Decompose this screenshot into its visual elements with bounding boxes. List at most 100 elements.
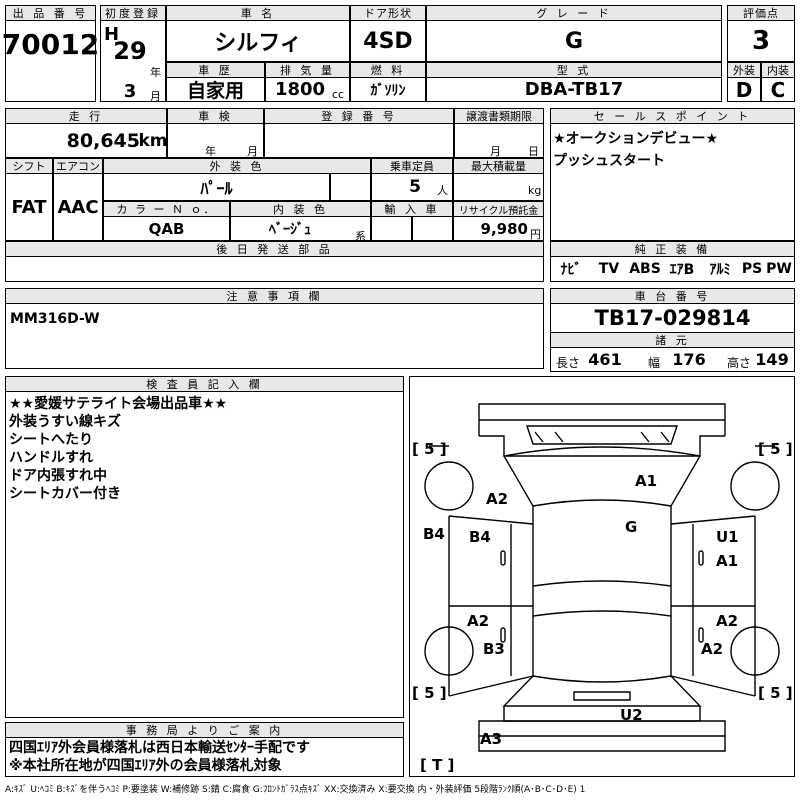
option-navi: ﾅﾋﾞ [560, 262, 582, 278]
mileage-value: 80,645 [66, 129, 140, 152]
lot-no-value: 70012 [1, 27, 100, 61]
damage-windshield-g: G [625, 518, 638, 536]
displacement-cell [265, 77, 350, 102]
inspector-header: 検 査 員 記 入 欄 [5, 376, 404, 392]
import-cell [371, 216, 412, 241]
option-pw: PW [766, 261, 792, 277]
mileage-header: 走 行 [5, 108, 167, 124]
chassis-value: TB17-029814 [594, 306, 751, 330]
shift-cell [5, 173, 53, 241]
history-value: 自家用 [186, 80, 244, 102]
interior-color-cell [230, 216, 371, 241]
recycle-unit: 円 [530, 228, 541, 241]
interior-color-value: ﾍﾞｰｼﾞｭ [269, 221, 311, 238]
damage-front-left-a2: A2 [486, 490, 509, 508]
inspector-line-2: 外装うすい線キズ [9, 414, 121, 430]
notes-cell [5, 303, 544, 369]
color-no-header: カ ラ ー Ｎ ｏ． [103, 201, 230, 217]
damage-left-door-b4: B4 [469, 528, 491, 546]
vehicle-diagram [424, 403, 780, 752]
first-reg-cell [100, 20, 166, 102]
color-cell-2 [330, 173, 371, 201]
damage-rear-bumper-a3: A3 [480, 730, 503, 748]
exterior-value: D [735, 77, 753, 102]
fuel-header: 燃 料 [350, 62, 426, 78]
office-cell [5, 737, 404, 777]
height-label: 高さ [727, 356, 752, 370]
max-load-header: 最大積載量 [453, 158, 544, 174]
length-label: 長さ [556, 356, 581, 370]
import-header: 輸 入 車 [371, 201, 453, 217]
chassis-header: 車 台 番 号 [550, 288, 795, 304]
interior-value: C [770, 77, 786, 102]
dimensions-header: 諸 元 [550, 332, 795, 348]
options-cell [550, 256, 795, 282]
inspector-cell [5, 391, 404, 718]
capacity-unit: 人 [437, 184, 448, 197]
inspection-year-unit: 年 [205, 145, 216, 158]
options-header: 純 正 装 備 [550, 241, 795, 257]
color-cell [103, 173, 330, 201]
reg-no-cell [264, 123, 454, 158]
selling-point-2: プッシュスタート [553, 153, 665, 169]
damage-right-door-a1: A1 [716, 552, 739, 570]
score-header: 評価点 [727, 5, 795, 21]
fuel-value: ｶﾞｿﾘﾝ [370, 82, 406, 99]
exterior-cell [727, 77, 761, 102]
car-name-value: シルフィ [214, 31, 302, 56]
displacement-value: 1800 [274, 79, 326, 100]
recycle-value: 9,980 [480, 219, 528, 238]
damage-right-door-u1: U1 [716, 528, 739, 546]
notes-header: 注 意 事 項 欄 [5, 288, 544, 304]
shift-value: FAT [11, 196, 47, 218]
aircon-value: AAC [57, 196, 99, 218]
damage-left-rear-b3: B3 [483, 640, 505, 658]
damage-right-rear-a2: A2 [701, 640, 724, 658]
lot-no-cell [5, 20, 96, 102]
transfer-month-unit: 月 [490, 145, 501, 158]
option-alloy: ｱﾙﾐ [709, 262, 731, 278]
option-airbag: ｴｱB [669, 262, 695, 278]
first-reg-era: H [104, 24, 120, 45]
inspector-line-3: シートへたり [9, 432, 93, 448]
capacity-cell [371, 173, 453, 201]
interior-cell [761, 77, 795, 102]
office-line-1: 四国ｴﾘｱ外会員様落札は西日本輸送ｾﾝﾀｰ手配です [9, 740, 310, 756]
door-cell [350, 20, 426, 62]
fuel-cell [350, 77, 426, 102]
inspection-header: 車 検 [167, 108, 264, 124]
grade-cell [426, 20, 722, 62]
transfer-cell [454, 123, 544, 158]
inspector-line-6: シートカバー付き [9, 486, 121, 502]
tire-mark-spare: [ T ] [420, 756, 455, 774]
reg-no-header: 登 録 番 号 [264, 108, 454, 124]
inspection-month-unit: 月 [247, 145, 258, 158]
inspector-line-5: ドア内張すれ中 [9, 468, 107, 484]
notes-value: MM316D-W [10, 311, 100, 327]
later-parts-header: 後 日 発 送 部 品 [5, 241, 544, 257]
grade-value: G [564, 28, 584, 54]
office-header: 事 務 局 よ り ご 案 内 [5, 722, 404, 738]
score-cell [727, 20, 795, 62]
max-load-unit: kg [528, 184, 542, 197]
capacity-value: 5 [409, 177, 421, 197]
vehicle-diagram-frame [409, 376, 795, 777]
recycle-cell [453, 216, 544, 241]
interior-color-header: 内 装 色 [230, 201, 371, 217]
option-abs: ABS [629, 261, 661, 277]
inspection-cell [167, 123, 264, 158]
first-reg-month: 3 [123, 80, 137, 102]
color-header: 外 装 色 [103, 158, 371, 174]
color-value: ﾊﾟｰﾙ [200, 179, 233, 198]
lot-no-header: 出 品 番 号 [5, 5, 96, 21]
color-no-cell [103, 216, 230, 241]
damage-hood-a1: A1 [635, 472, 658, 490]
selling-points-header: セ ー ル ス ポ イ ン ト [550, 108, 795, 124]
car-name-cell [166, 20, 350, 62]
color-no-value: QAB [148, 219, 185, 238]
exterior-header: 外装 [727, 62, 761, 78]
inspector-line-4: ハンドルすれ [9, 450, 93, 466]
score-value: 3 [751, 26, 771, 56]
tire-mark-rear-right: [ 5 ] [758, 684, 793, 702]
selling-point-1: ★オークションデビュー★ [553, 131, 719, 147]
